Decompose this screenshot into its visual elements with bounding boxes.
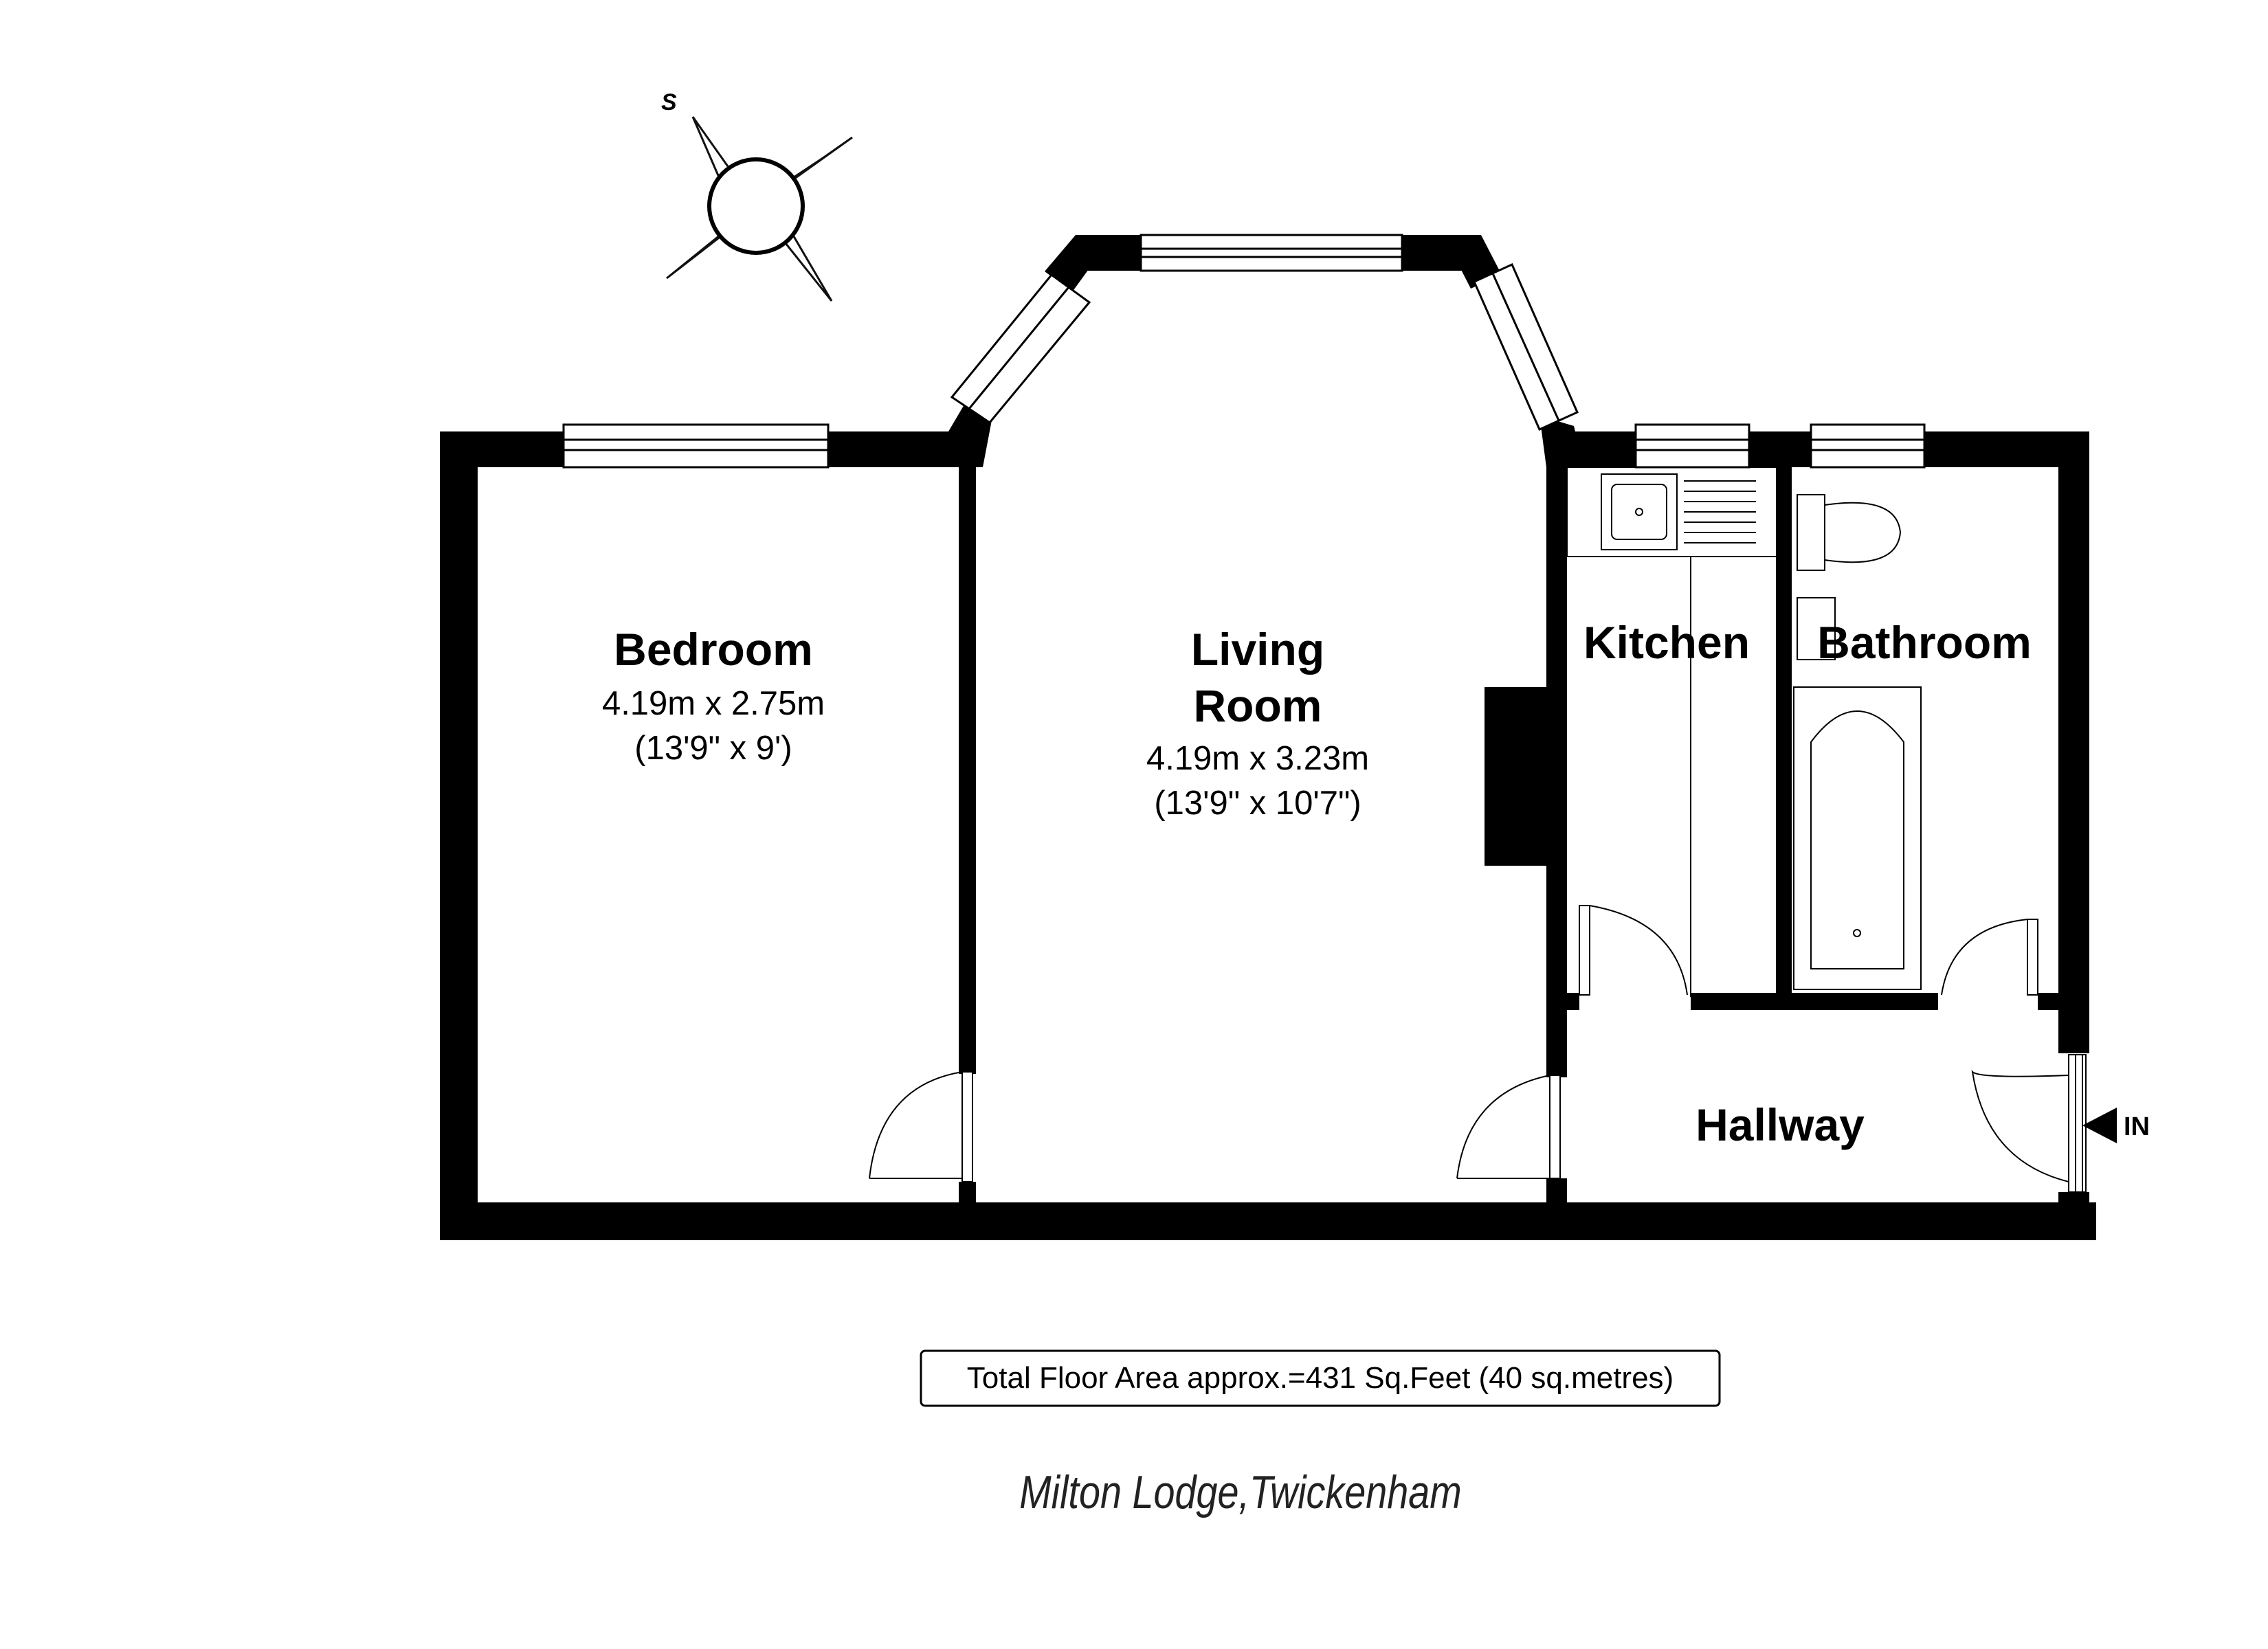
doors (869, 905, 2087, 1193)
living-room-imperial: (13'9" x 10'7") (1154, 785, 1361, 822)
bathroom-fittings (1793, 494, 1922, 990)
entrance-door (1971, 1054, 2087, 1193)
living-room-door (1456, 1075, 1561, 1179)
hallway-name: Hallway (1696, 1099, 1865, 1150)
property-caption: Milton Lodge,Twickenham (1019, 1467, 1462, 1518)
toilet-icon (1824, 502, 1902, 563)
kitchen-window (1634, 423, 1750, 469)
kitchen-door (1579, 905, 1688, 996)
total-area-text: Total Floor Area approx.=431 Sq.Feet (40… (967, 1361, 1674, 1395)
entrance-arrow-icon (2082, 1108, 2117, 1143)
bathroom-window (1810, 423, 1926, 469)
living-window-center (1139, 234, 1403, 272)
kitchen-name: Kitchen (1583, 617, 1750, 668)
walls (440, 235, 2096, 1240)
bedroom-name: Bedroom (614, 624, 813, 675)
bedroom-metric: 4.19m x 2.75m (602, 685, 825, 722)
bathroom-door (1941, 919, 2038, 996)
room-labels: Bedroom 4.19m x 2.75m (13'9" x 9') Livin… (602, 617, 2032, 1150)
bedroom-door (869, 1071, 973, 1182)
living-room-metric: 4.19m x 3.23m (1146, 740, 1369, 777)
compass-label: S (661, 89, 677, 115)
kitchen-counter (1566, 467, 1777, 557)
sink-icon (1601, 473, 1678, 550)
windows (562, 234, 1926, 469)
kitchen-fittings (1566, 467, 1777, 997)
bedroom-window (562, 423, 830, 469)
entrance-label: IN (2124, 1112, 2150, 1141)
living-window-left (950, 273, 1091, 425)
living-room-name-line2: Room (1194, 680, 1322, 731)
toilet-cistern (1797, 494, 1825, 571)
living-room-name-line1: Living (1191, 624, 1324, 675)
bathroom-name: Bathroom (1817, 617, 2032, 668)
total-area-box: Total Floor Area approx.=431 Sq.Feet (40… (920, 1349, 1721, 1407)
basin-icon (1797, 597, 1836, 660)
kitchen-worktop (1690, 556, 1777, 997)
compass-icon: S (661, 89, 853, 302)
bedroom-imperial: (13'9" x 9') (634, 730, 792, 767)
